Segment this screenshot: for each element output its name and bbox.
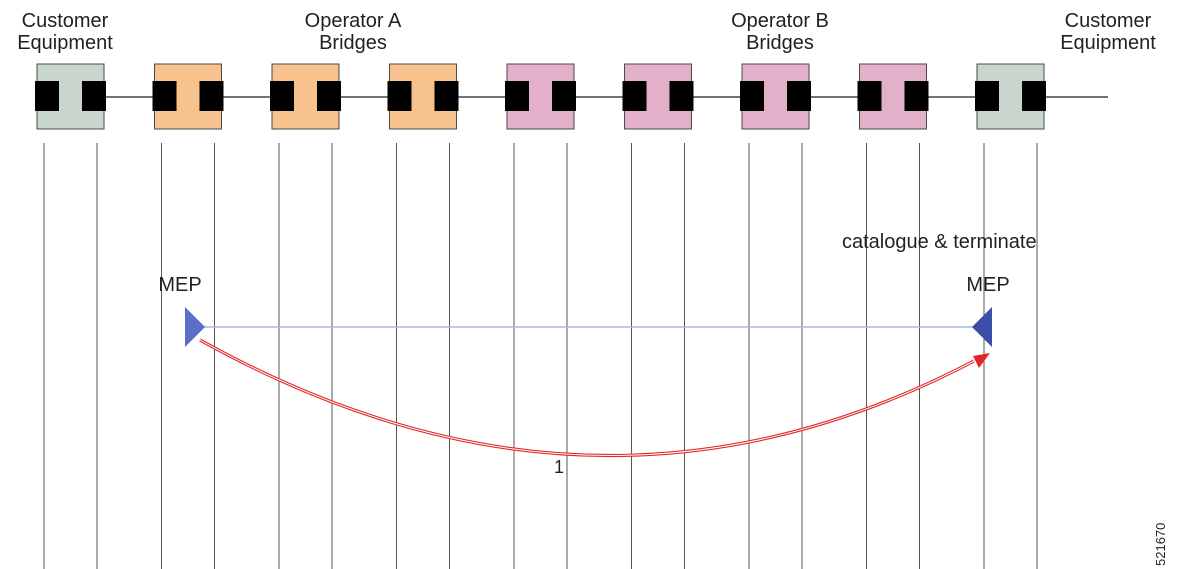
bridge-operator-a bbox=[387, 63, 459, 130]
bridge-operator-b bbox=[622, 63, 694, 130]
mep-right-marker bbox=[972, 307, 992, 347]
message-arrowhead bbox=[973, 353, 990, 368]
bridge-port-left bbox=[270, 81, 294, 111]
bridge-port-right bbox=[82, 81, 106, 111]
message-arrow-halo bbox=[199, 338, 975, 458]
bridge-port-right bbox=[199, 81, 224, 111]
bridge-port-left bbox=[387, 81, 412, 111]
operator-b-label-line2: Bridges bbox=[746, 32, 814, 54]
bridge-operator-b bbox=[740, 63, 811, 130]
bridge-operator-b bbox=[505, 63, 576, 130]
bridge-port-right bbox=[904, 81, 929, 111]
bridge-port-left bbox=[975, 81, 999, 111]
arrow-number-label: 1 bbox=[553, 457, 564, 477]
bridge-port-right bbox=[669, 81, 694, 111]
bridge-port-right bbox=[1022, 81, 1046, 111]
bridge-operator-a bbox=[270, 63, 341, 130]
bridge-port-left bbox=[152, 81, 177, 111]
catalogue-terminate-label: catalogue & terminate bbox=[842, 231, 1037, 253]
bridge-row bbox=[35, 63, 1046, 130]
customer-right-label-line1: Customer bbox=[1064, 10, 1152, 32]
bridge-port-left bbox=[35, 81, 59, 111]
mep-right-label: MEP bbox=[966, 274, 1010, 296]
operator-b-label-line1: Operator B bbox=[731, 10, 829, 32]
bridge-port-right bbox=[787, 81, 811, 111]
bridge-operator-b bbox=[857, 63, 929, 130]
operator-a-label-line2: Bridges bbox=[319, 32, 387, 54]
operator-b-label: Operator B Bridges bbox=[712, 10, 848, 54]
customer-right-label-line2: Equipment bbox=[1060, 32, 1156, 54]
figure-id: 521670 bbox=[1153, 522, 1168, 566]
bridge-customer bbox=[35, 63, 106, 130]
bridge-port-right bbox=[552, 81, 576, 111]
message-arrow bbox=[199, 339, 975, 456]
customer-left-label: Customer Equipment bbox=[0, 10, 132, 54]
operator-a-label: Operator A Bridges bbox=[285, 10, 421, 54]
bridge-operator-a bbox=[152, 63, 224, 130]
customer-left-label-line1: Customer bbox=[21, 10, 109, 32]
operator-a-label-line1: Operator A bbox=[304, 10, 402, 32]
bridge-port-right bbox=[317, 81, 341, 111]
port-lines bbox=[43, 143, 1038, 569]
customer-right-label: Customer Equipment bbox=[1040, 10, 1176, 54]
bridge-port-left bbox=[857, 81, 882, 111]
bridge-port-left bbox=[622, 81, 647, 111]
bridge-port-left bbox=[740, 81, 764, 111]
bridge-port-left bbox=[505, 81, 529, 111]
mep-left-label: MEP bbox=[158, 274, 202, 296]
customer-left-label-line2: Equipment bbox=[17, 32, 113, 54]
bridge-customer bbox=[975, 63, 1046, 130]
mep-left-marker bbox=[185, 307, 205, 347]
bridge-port-right bbox=[434, 81, 459, 111]
